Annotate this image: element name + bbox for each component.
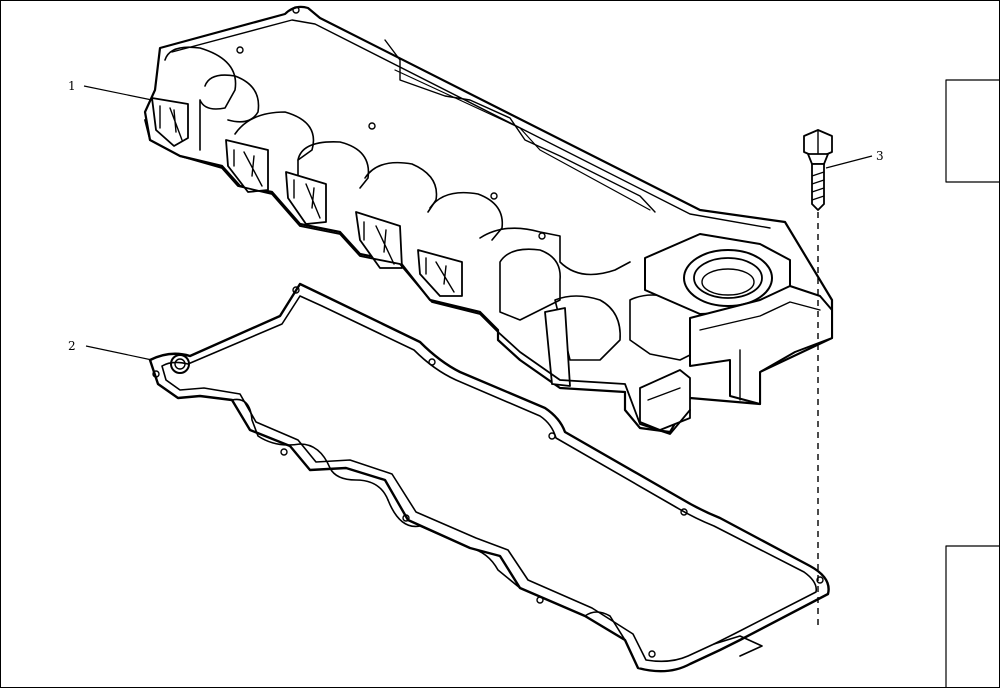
valve-cover-part [143, 5, 834, 435]
leader-line-3 [825, 155, 873, 169]
callout-2: 2 [68, 339, 153, 361]
callout-1: 1 [68, 79, 153, 101]
right-edge-tabs [945, 79, 1000, 688]
bolt-part [803, 129, 833, 630]
oil-filler-neck [644, 233, 791, 315]
edge-tab-lower [945, 545, 1000, 688]
leader-line-2 [85, 345, 153, 361]
callout-label-1: 1 [68, 79, 76, 93]
coil-clip-tabs [151, 97, 463, 297]
leader-line-1 [83, 85, 153, 101]
callout-label-3: 3 [876, 149, 884, 163]
edge-tab-upper [945, 79, 1000, 183]
callout-label-2: 2 [68, 339, 76, 353]
gasket-part [148, 282, 830, 673]
callout-3: 3 [825, 149, 884, 169]
